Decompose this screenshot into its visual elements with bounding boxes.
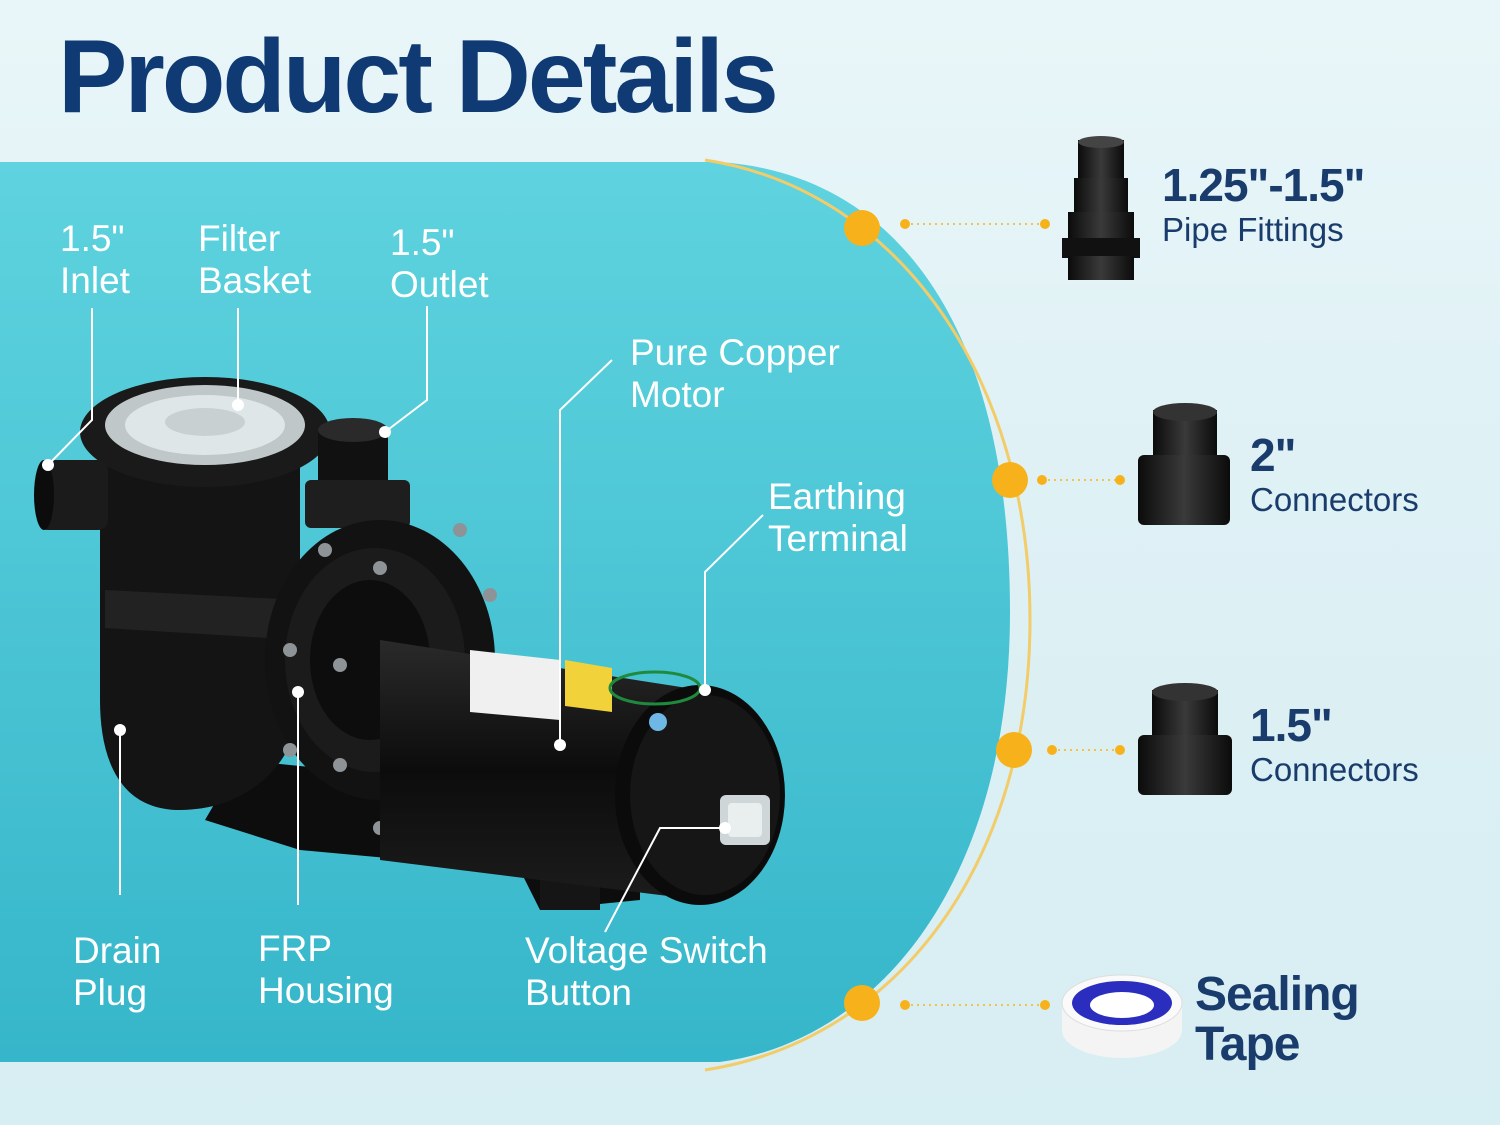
- accessory-size: 2": [1250, 429, 1296, 481]
- label-inlet: 1.5" Inlet: [60, 218, 130, 302]
- label-housing-line2: Housing: [258, 970, 394, 1011]
- label-filter-basket: Filter Basket: [198, 218, 311, 302]
- label-housing: FRP Housing: [258, 928, 394, 1012]
- label-filter-line2: Basket: [198, 260, 312, 301]
- pump-image: [34, 377, 785, 910]
- accessory-2in-connectors: 2" Connectors: [1250, 430, 1419, 520]
- label-outlet-line1: 1.5": [390, 222, 455, 263]
- label-voltage: Voltage Switch Button: [525, 930, 768, 1014]
- callout-dots: [42, 399, 731, 834]
- label-motor-line1: Pure Copper: [630, 332, 840, 373]
- accessory-pipe-fittings: 1.25"-1.5" Pipe Fittings: [1162, 159, 1365, 250]
- label-drain-line2: Plug: [73, 972, 148, 1013]
- accessory-1-5in-connectors: 1.5" Connectors: [1250, 700, 1419, 790]
- accessory-name: Connectors: [1250, 481, 1419, 518]
- accessory-size: 1.25"-1.5": [1162, 159, 1365, 211]
- two-inch-connector-image: [1138, 403, 1230, 525]
- accessory-size: Sealing: [1195, 968, 1360, 1021]
- accessory-name: Pipe Fittings: [1162, 211, 1344, 248]
- accessory-name: Tape: [1195, 1018, 1300, 1071]
- label-earthing-line2: Terminal: [768, 518, 908, 559]
- label-earthing-line1: Earthing: [768, 476, 906, 517]
- accessory-markers: [844, 210, 1125, 1021]
- accessory-size: 1.5": [1250, 699, 1333, 751]
- label-inlet-line2: Inlet: [60, 260, 130, 301]
- page-title: Product Details: [58, 19, 779, 135]
- label-filter-line1: Filter: [198, 218, 281, 259]
- label-voltage-line2: Button: [525, 972, 632, 1013]
- label-drain-line1: Drain: [73, 930, 162, 971]
- accessory-sealing-tape: Sealing Tape: [1195, 968, 1360, 1071]
- label-motor: Pure Copper Motor: [630, 332, 840, 416]
- label-outlet: 1.5" Outlet: [390, 222, 489, 306]
- sealing-tape-image: [1061, 974, 1183, 1058]
- label-outlet-line2: Outlet: [390, 264, 489, 305]
- label-earthing: Earthing Terminal: [768, 476, 908, 560]
- label-housing-line1: FRP: [258, 928, 332, 969]
- accessory-name: Connectors: [1250, 751, 1419, 788]
- one-half-inch-connector-image: [1138, 683, 1232, 795]
- label-motor-line2: Motor: [630, 374, 725, 415]
- label-voltage-line1: Voltage Switch: [525, 930, 768, 971]
- pipe-fitting-image: [1062, 136, 1140, 280]
- label-drain: Drain Plug: [73, 930, 161, 1014]
- label-inlet-line1: 1.5": [60, 218, 125, 259]
- callout-lines: [47, 306, 764, 933]
